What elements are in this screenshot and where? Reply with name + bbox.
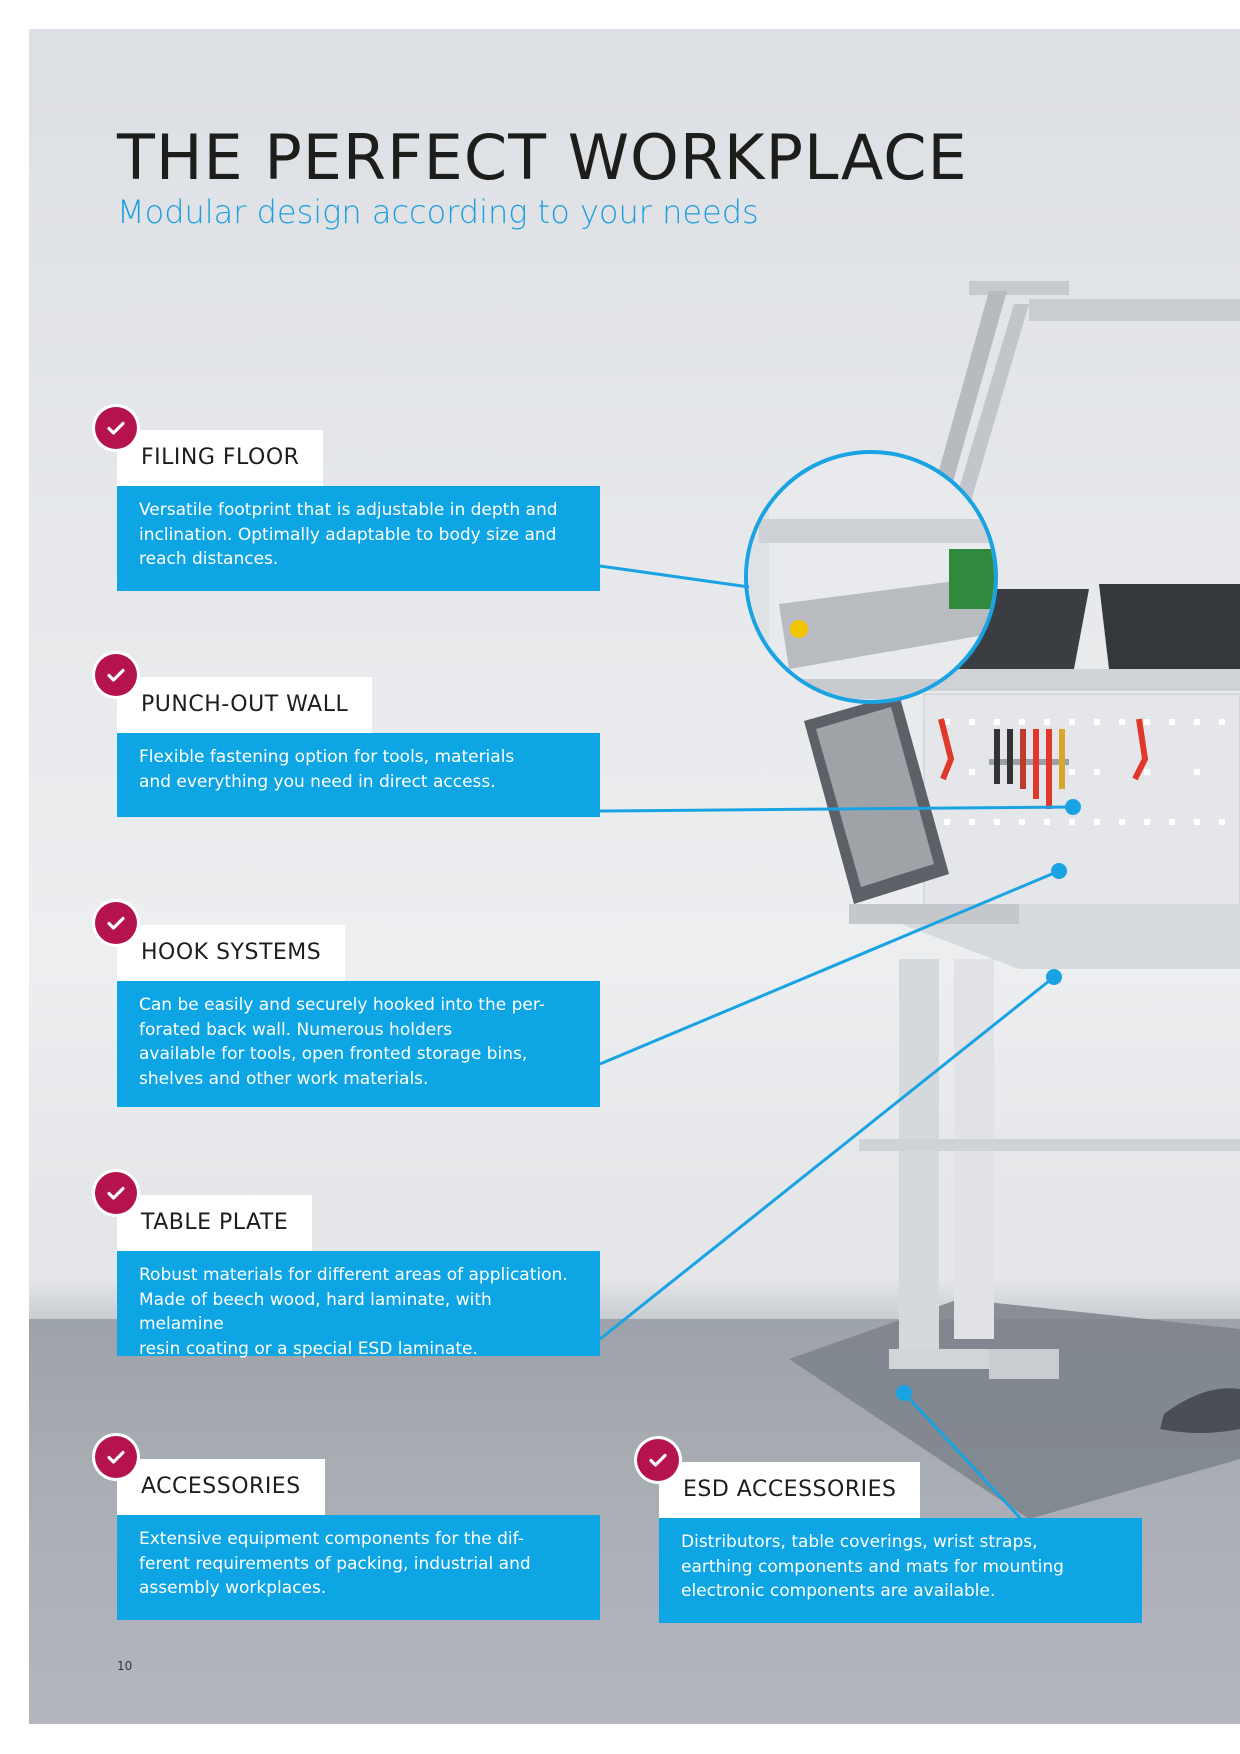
checkmark-icon xyxy=(95,1436,137,1478)
upper-shelf xyxy=(909,669,1240,691)
page-number: 10 xyxy=(117,1659,133,1673)
light-frame-top xyxy=(969,281,1069,295)
tools xyxy=(938,718,1149,809)
feature-title-hook-systems: HOOK SYSTEMS xyxy=(117,925,346,981)
feature-desc-esd-accessories: Distributors, table coverings, wrist str… xyxy=(659,1518,1142,1623)
feature-desc-accessories: Extensive equipment components for the d… xyxy=(117,1515,600,1620)
shoe xyxy=(1160,1388,1240,1433)
page-title: THE PERFECT WORKPLACE xyxy=(117,121,968,194)
feature-title-table-plate: TABLE PLATE xyxy=(117,1195,313,1251)
checkmark-icon xyxy=(95,902,137,944)
callout-dots xyxy=(896,799,1081,1401)
feature-desc-table-plate: Robust materials for different areas of … xyxy=(117,1251,600,1359)
feature-title-esd-accessories: ESD ACCESSORIES xyxy=(659,1462,921,1518)
page-subtitle: Modular design according to your needs xyxy=(117,193,759,231)
feature-desc-hook-systems: Can be easily and securely hooked into t… xyxy=(117,981,600,1107)
feature-title-accessories: ACCESSORIES xyxy=(117,1459,325,1515)
feature-title-filing-floor: FILING FLOOR xyxy=(117,430,324,486)
feature-desc-punch-out-wall: Flexible fastening option for tools, mat… xyxy=(117,733,600,817)
callout-lines xyxy=(599,564,1074,1551)
feature-title-punch-out-wall: PUNCH-OUT WALL xyxy=(117,677,373,733)
brochure-page: THE PERFECT WORKPLACE Modular design acc… xyxy=(29,29,1240,1724)
checkmark-icon xyxy=(95,654,137,696)
checkmark-icon xyxy=(95,407,137,449)
checkmark-icon xyxy=(95,1172,137,1214)
checkmark-icon xyxy=(637,1439,679,1481)
feature-desc-filing-floor: Versatile footprint that is adjustable i… xyxy=(117,486,600,591)
desk-leg-left xyxy=(899,959,939,1349)
punch-out-wall-panel xyxy=(923,693,1240,907)
workbench-illustration xyxy=(599,281,1240,1551)
